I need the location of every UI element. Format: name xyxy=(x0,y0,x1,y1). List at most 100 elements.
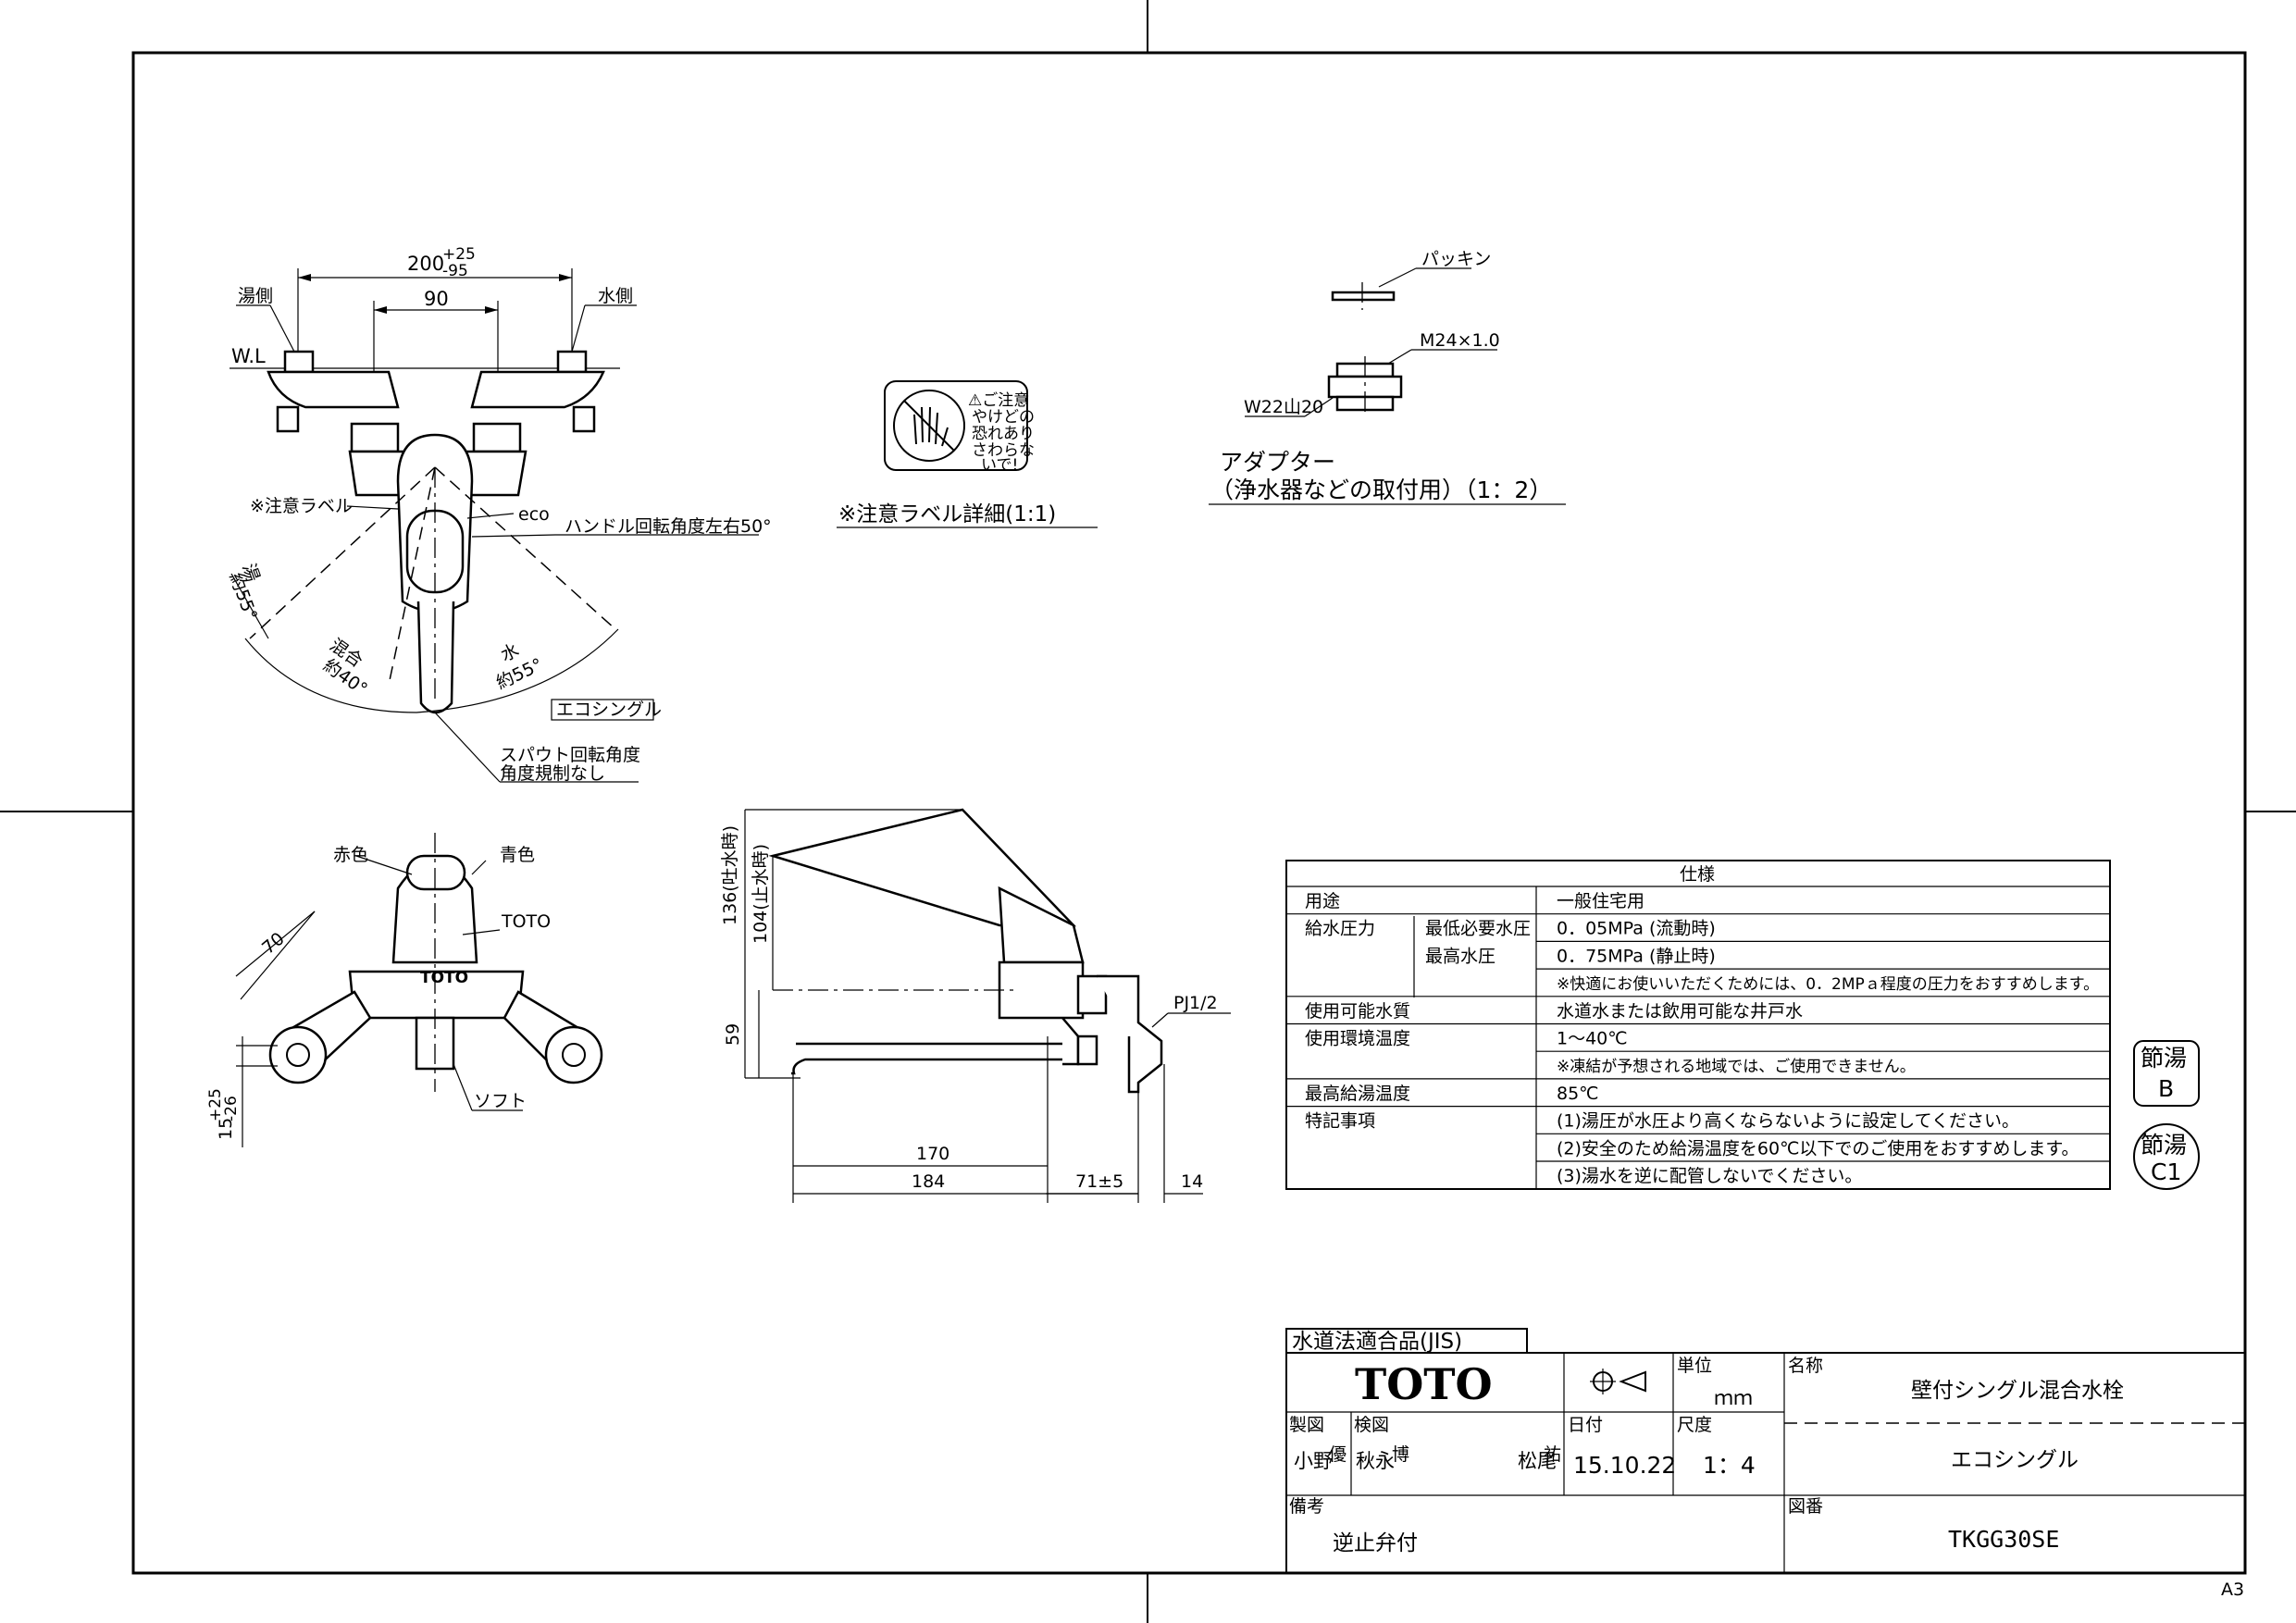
caution-line-3: 恐れあり xyxy=(972,425,1035,443)
spec-cell-value: ※快適にお使いいただくためには、0．2MPａ程度の圧力をおすすめします。 xyxy=(1557,974,2099,994)
spec-cell-value: ※凍結が予想される地域では、ご使用できません。 xyxy=(1557,1057,1916,1076)
dim-tol-lower: -95 xyxy=(442,262,468,280)
badge-b1-bottom: B xyxy=(2158,1075,2174,1102)
dim-136: 136(吐水時) xyxy=(720,825,740,925)
scale-value: 1：4 xyxy=(1703,1452,1756,1479)
dim-14: 14 xyxy=(1181,1171,1203,1192)
spec-cell-label: 給水圧力 xyxy=(1305,919,1375,939)
badge-b2-top: 節湯 xyxy=(2141,1132,2187,1158)
label-red: 赤色 xyxy=(333,845,368,865)
spec-cell-label: 特記事項 xyxy=(1305,1111,1375,1132)
top-view xyxy=(235,833,603,1147)
approved-seal: 祐 xyxy=(1544,1444,1561,1465)
scale-label: 尺度 xyxy=(1677,1415,1712,1435)
label-soft: ソフト xyxy=(474,1091,527,1111)
remarks-value: 逆止弁付 xyxy=(1333,1531,1418,1555)
label-caution: ※注意ラベル xyxy=(250,496,353,516)
title-block-lines xyxy=(1285,1328,2246,1574)
spec-cell-value: (1)湯圧が水圧より高くならないように設定してください。 xyxy=(1557,1111,2019,1132)
spec-cell-label: 使用環境温度 xyxy=(1305,1029,1410,1049)
sheet-size-label: A3 xyxy=(2221,1580,2244,1600)
spec-table xyxy=(1285,860,2111,1190)
approved-value: 松尾 xyxy=(1518,1450,1557,1472)
label-eco: eco xyxy=(518,504,550,525)
caution-line-1: ⚠ご注意 xyxy=(968,391,1029,410)
unit-label: 単位 xyxy=(1677,1356,1712,1376)
spec-cell-sublabel: 最高水圧 xyxy=(1425,946,1496,966)
spec-title: 仕様 xyxy=(1680,864,1715,885)
drawn-value: 小野 xyxy=(1294,1450,1333,1472)
spec-cell-value: 1～40℃ xyxy=(1557,1029,1628,1049)
name-label: 名称 xyxy=(1788,1356,1823,1376)
date-value: 15.10.22 xyxy=(1573,1452,1676,1479)
remarks-label: 備考 xyxy=(1289,1496,1324,1517)
spec-cell-label: 用途 xyxy=(1305,891,1340,911)
dim-170: 170 xyxy=(916,1144,949,1164)
badge-b1-top: 節湯 xyxy=(2141,1045,2187,1072)
adapter-w22: W22山20 xyxy=(1244,397,1323,417)
caution-label xyxy=(884,380,1028,471)
toto-stamp: TOTO xyxy=(420,969,468,987)
label-blue: 青色 xyxy=(500,845,535,865)
label-spout-2: 角度規制なし xyxy=(500,763,605,784)
adapter-thread: M24×1.0 xyxy=(1420,330,1500,351)
angle-cold-a: 水 xyxy=(498,640,523,666)
hand-icon xyxy=(913,406,949,447)
badge-b2-bottom: C1 xyxy=(2151,1158,2181,1185)
jis-label: 水道法適合品(JIS) xyxy=(1292,1330,1462,1354)
spec-cell-label: 使用可能水質 xyxy=(1305,1001,1410,1022)
dim-184: 184 xyxy=(912,1171,945,1192)
label-wl: W.L xyxy=(231,345,266,367)
name-value: 壁付シングル混合水栓 xyxy=(1911,1379,2124,1403)
badges xyxy=(2133,1040,2200,1190)
drawn-label: 製図 xyxy=(1289,1415,1324,1435)
label-series-box: エコシングル xyxy=(556,700,662,720)
caution-line-5: いで! xyxy=(981,456,1018,475)
spec-cell-value: (3)湯水を逆に配管しないでください。 xyxy=(1557,1166,1862,1186)
angle-cold-b: 約55° xyxy=(493,654,546,693)
dim-overall: 200 xyxy=(407,253,444,275)
dim-15-tol-lower: -26 xyxy=(222,1096,241,1121)
label-handle-angle: ハンドル回転角度左右50° xyxy=(565,516,772,537)
caution-caption: ※注意ラベル詳細(1:1) xyxy=(838,502,1056,527)
spec-cell-value: (2)安全のため給湯温度を60℃以下でのご使用をおすすめします。 xyxy=(1557,1138,2079,1158)
spec-cell-value: 0．75MPa (静止時) xyxy=(1557,946,1716,966)
front-view xyxy=(230,268,759,783)
date-label: 日付 xyxy=(1568,1415,1603,1435)
spec-cell-label: 最高給湯温度 xyxy=(1305,1084,1410,1104)
spec-cell-sublabel: 最低必要水圧 xyxy=(1425,919,1531,939)
dim-15-tol-upper: +25 xyxy=(206,1088,225,1121)
dim-tol-upper: +25 xyxy=(442,245,476,264)
spec-cell-value: 0．05MPa (流動時) xyxy=(1557,919,1716,939)
dim-59: 59 xyxy=(723,1023,743,1046)
spec-cell-value: 85℃ xyxy=(1557,1084,1599,1104)
label-toto: TOTO xyxy=(501,911,551,932)
series-value: エコシングル xyxy=(1951,1448,2079,1472)
unit-value: ｍｍ xyxy=(1714,1387,1753,1409)
spec-cell-value: 一般住宅用 xyxy=(1557,891,1644,911)
dim-center: 90 xyxy=(424,288,449,310)
label-pj: PJ1/2 xyxy=(1173,993,1218,1013)
dim-104: 104(止水時) xyxy=(751,844,771,944)
label-hot-side: 湯側 xyxy=(238,286,273,306)
drawing-no-value: TKGG30SE xyxy=(1948,1526,2059,1553)
spec-cell-value: 水道水または飲用可能な井戸水 xyxy=(1557,1001,1803,1022)
dim-71: 71±5 xyxy=(1075,1171,1123,1192)
label-spout-1: スパウト回転角度 xyxy=(500,745,640,765)
side-view xyxy=(744,808,1231,1203)
adapter-drawing xyxy=(1209,267,1566,505)
caution-line-4: さわらな xyxy=(972,441,1035,460)
label-cold-side: 水側 xyxy=(598,286,633,306)
adapter-title: アダプター xyxy=(1220,449,1335,476)
checked-value: 秋永 xyxy=(1356,1450,1395,1472)
brand-logo: TOTO xyxy=(1355,1359,1493,1409)
drawing-no-label: 図番 xyxy=(1788,1496,1823,1517)
adapter-subtitle: （浄水器などの取付用）（1：2） xyxy=(1210,477,1552,503)
adapter-packing: パッキン xyxy=(1421,249,1491,269)
dim-15: 15 xyxy=(216,1118,236,1140)
drawn-seal: 優 xyxy=(1329,1444,1347,1465)
checked-seal: 博 xyxy=(1392,1444,1409,1465)
